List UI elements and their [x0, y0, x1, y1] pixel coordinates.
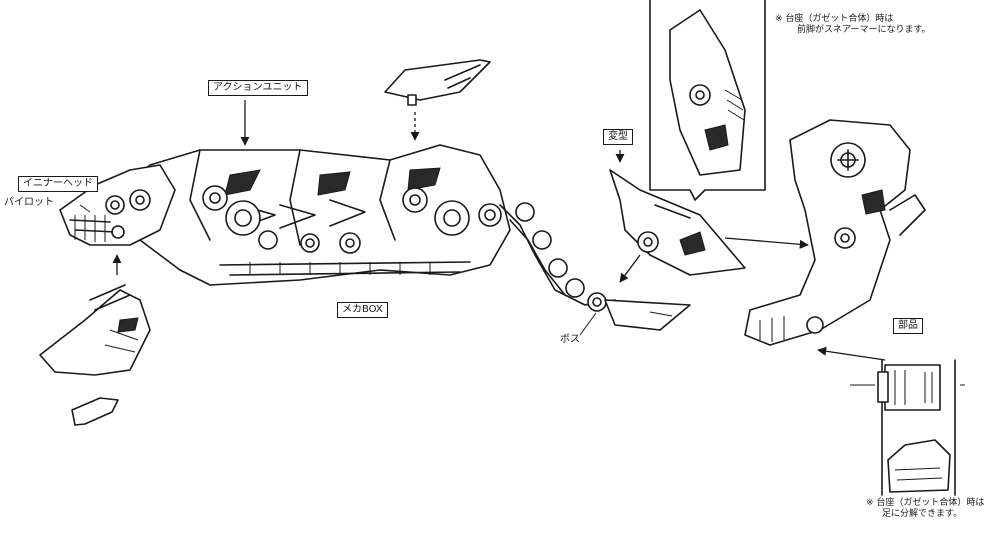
bottom-note: ※ 台座（ガゼット合体）時は 足に分解できます。	[866, 498, 996, 521]
loose-head-part	[39, 284, 151, 376]
top-note: ※ 台座（ガゼット合体）時は 前脚がスネアーマーになります。	[775, 14, 990, 37]
bottom-note-line-2: 足に分解できます。	[882, 509, 963, 520]
transform-label: 変型	[603, 129, 633, 145]
top-note-line-2: 前脚がスネアーマーになります。	[797, 25, 931, 36]
head-drawing	[59, 164, 176, 246]
top-connector-part	[384, 59, 491, 106]
small-loose-part	[71, 397, 119, 426]
pilot-label: パイロット	[4, 197, 54, 208]
main-body-drawing	[109, 144, 511, 286]
mecha-box-label: メカBOX	[337, 302, 388, 318]
bottom-right-detail-parts	[850, 359, 965, 496]
top-note-line-1: ※ 台座（ガゼット合体）時は	[775, 14, 894, 24]
right-arm-assembly	[744, 119, 926, 346]
inner-head-label: イニナーヘッド	[18, 176, 98, 192]
bottom-note-line-1: ※ 台座（ガゼット合体）時は	[866, 498, 985, 508]
tail-drawing	[499, 202, 691, 331]
parts-label: 部品	[893, 318, 923, 334]
arrows	[79, 100, 886, 361]
boss-label: ボス	[560, 334, 580, 345]
callout-box	[649, 0, 766, 201]
action-unit-label: アクションユニット	[208, 80, 308, 96]
transform-leg-part	[609, 169, 746, 276]
